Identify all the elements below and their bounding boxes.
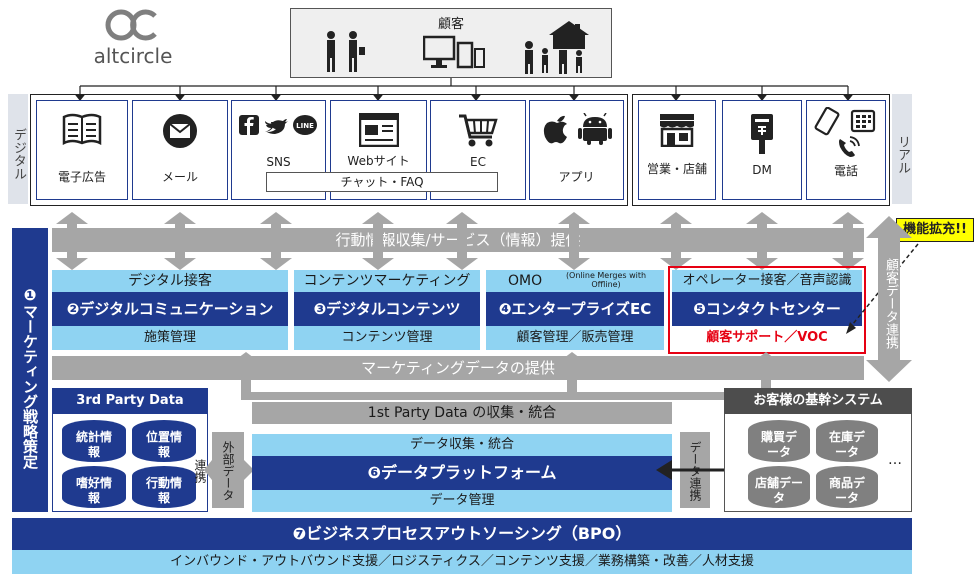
external-link-label: 外部データ連携 [193,441,235,501]
core-system-title: お客様の基幹システム [724,388,912,414]
m5-top: オペレーター接客／音声認識 [672,270,862,292]
newspaper-icon [62,113,102,145]
feature-expansion-callout: 機能拡充!! [896,218,974,242]
bpo-sub: インバウンド・アウトバウンド支援／ロジスティクス／コンテンツ支援／業務構築・改善… [12,550,912,574]
svg-text:LINE: LINE [296,122,314,130]
chat-faq-box: チャット・FAQ [266,172,498,192]
marketing-arrows [230,352,782,400]
digital-channel-group [30,94,628,206]
m5-bottom: 顧客サポート／VOC [672,326,862,350]
people-icon [327,31,365,72]
stat-info: 統計情報 [62,420,126,462]
phone-icon [814,107,876,157]
preference-info: 嗜好情報 [62,466,126,508]
channel-label: アプリ [558,170,595,184]
customer-connectors [74,78,854,100]
customer-title: 顧客 [437,17,464,32]
behavior-info: 行動情報 [132,466,196,508]
channel-label: メール [161,170,198,184]
purchase-data: 購買データ [748,420,810,462]
third-party-title: 3rd Party Data [52,388,208,414]
store-data: 店舗データ [748,466,810,508]
core-system-title-text: お客様の基幹システム [753,393,883,408]
channel-e-ad[interactable]: 電子広告 [36,100,128,200]
third-party-title-text: 3rd Party Data [76,393,184,408]
channel-label: EC [470,155,486,169]
core-system-more: … [888,452,902,468]
first-party-bar: 1st Party Data の収集・統合 [252,402,672,424]
cart-icon [459,114,498,147]
store-icon [660,114,694,147]
platform-bottom: データ管理 [252,490,672,512]
channel-app[interactable]: アプリ [529,100,624,200]
m2-bottom: 施策管理 [52,326,288,350]
channel-label: SNS [266,155,291,169]
platform-top: データ収集・統合 [252,434,672,456]
m4-bottom: 顧客管理／販売管理 [486,326,664,350]
marketing-strategy-bar [12,228,48,512]
logo-mark-icon [105,9,157,41]
m4-top-small: (Online Merges with Offline) [565,271,647,289]
marketing-strategy-label: ❶マーケティング戦略策定 [21,285,39,469]
logo: altcircle [78,8,188,68]
customer-data-link-arrow [866,216,912,382]
real-side-label: リアル [892,94,912,204]
channel-label: 営業・店舗 [646,162,707,176]
product-data: 商品データ [816,466,878,508]
digital-side-label: デジタル [8,94,28,204]
social-icon: LINE [238,115,317,135]
mail-icon [163,114,197,148]
external-link-arrows [204,460,254,480]
bpo-title[interactable]: ❼ビジネスプロセスアウトソーシング（BPO） [12,518,912,550]
channel-label: 電話 [833,164,858,178]
family-icon [525,21,589,74]
channel-phone[interactable]: 電話 [806,100,886,200]
callout-arrow [846,243,919,334]
logo-text: altcircle [93,44,173,68]
m3-main[interactable]: ❸デジタルコンテンツ [294,292,480,326]
m4-top-label: OMO [508,273,543,289]
web-icon [358,113,399,147]
stock-data: 在庫データ [816,420,878,462]
customer-data-link-label: 顧客データ連携 [883,257,898,349]
mailbox-icon [751,114,773,154]
marketing-data-bar: マーケティングデータの提供 [52,356,864,380]
m2-top: デジタル接客 [52,270,288,292]
app-icon [543,113,612,145]
platform-main[interactable]: ❻データプラットフォーム [252,456,672,490]
m4-main[interactable]: ❹エンタープライズEC [486,292,664,326]
m4-top: OMO (Online Merges with Offline) [486,270,664,292]
external-link-bg [212,432,244,508]
channel-mail[interactable]: メール [132,100,228,200]
channel-label: DM [752,163,772,177]
channel-store[interactable]: 営業・店舗 [638,100,716,200]
channel-dm[interactable]: DM [722,100,802,200]
m3-bottom: コンテンツ管理 [294,326,480,350]
channel-label: 電子広告 [57,170,106,184]
channel-module-arrows [56,212,864,270]
m3-top: コンテンツマーケティング [294,270,480,292]
devices-icon [423,35,485,69]
channel-label: Webサイト [347,154,410,168]
m2-main[interactable]: ❷デジタルコミュニケーション [52,292,288,326]
real-channel-group [632,94,890,206]
m5-main[interactable]: ❺コンタクトセンター [672,292,862,326]
customer-box: 顧客 [290,8,612,78]
location-info: 位置情報 [132,420,196,462]
